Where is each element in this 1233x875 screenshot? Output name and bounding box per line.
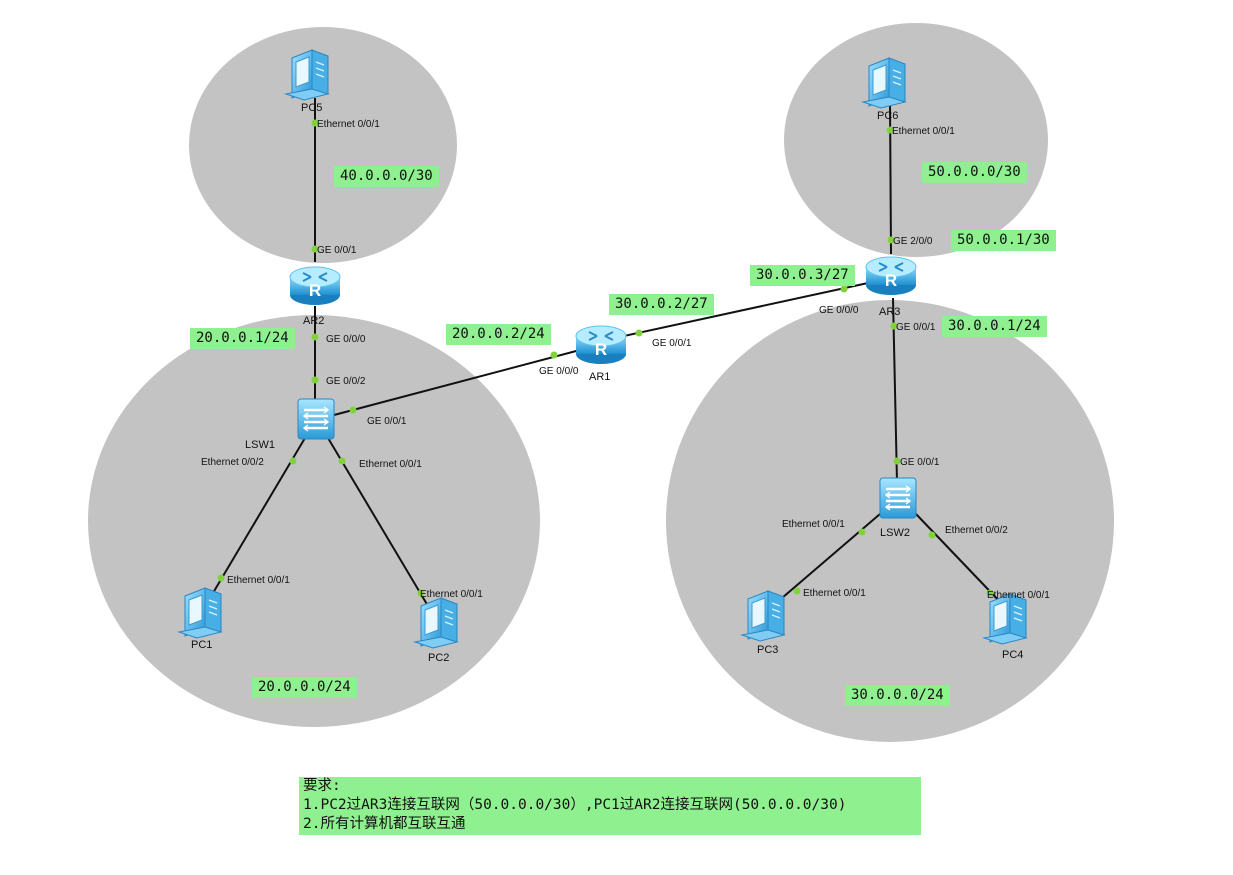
- port-dot: [793, 587, 801, 595]
- port-label-lsw2-eth002: Ethernet 0/0/2: [945, 525, 1008, 536]
- port-dot: [311, 245, 319, 253]
- port-dot: [893, 457, 901, 465]
- ar3-router-icon: [865, 256, 917, 296]
- ip-label-ar1-ge000: 20.0.0.2/24: [446, 324, 551, 345]
- pc3-icon: [741, 590, 785, 642]
- port-dot: [349, 406, 357, 414]
- requirements-box: 要求: 1.PC2过AR3连接互联网（50.0.0.0/30）,PC1过AR2连…: [299, 777, 921, 835]
- port-dot: [311, 376, 319, 384]
- requirement-1: 1.PC2过AR3连接互联网（50.0.0.0/30）,PC1过AR2连接互联网…: [303, 797, 847, 813]
- lsw1-label: LSW1: [245, 439, 275, 451]
- pc3-label: PC3: [757, 644, 778, 656]
- port-label-ar1-ge001: GE 0/0/1: [652, 338, 692, 349]
- pc4-icon: [983, 593, 1027, 645]
- ip-label-ar1-ge001: 30.0.0.2/27: [609, 294, 714, 315]
- link-lsw1-pc1: [209, 437, 306, 599]
- port-dot: [289, 457, 297, 465]
- port-dot: [886, 126, 894, 134]
- ip-label-ar3-ge000: 30.0.0.3/27: [750, 265, 855, 286]
- port-label-ar2-ge000: GE 0/0/0: [326, 334, 366, 345]
- zone-50-network: [784, 23, 1048, 257]
- port-label-ar3-ge001: GE 0/0/1: [896, 322, 936, 333]
- port-label-ar2-ge001: GE 0/0/1: [317, 245, 357, 256]
- link-ar1-ar3: [623, 282, 869, 337]
- zone-40-network: [189, 27, 457, 263]
- link-lsw1-ar1: [333, 349, 581, 416]
- port-dot: [217, 574, 225, 582]
- port-dot: [928, 531, 936, 539]
- port-label-pc5-eth: Ethernet 0/0/1: [317, 119, 380, 130]
- ar2-router-icon: [289, 266, 341, 306]
- network-label-20: 20.0.0.0/24: [252, 677, 357, 698]
- lsw1-switch-icon: [296, 397, 336, 441]
- ip-label-ar2-ge000: 20.0.0.1/24: [190, 328, 295, 349]
- link-lsw2-pc4: [915, 513, 1004, 606]
- port-dot: [635, 329, 643, 337]
- port-label-ar1-ge000: GE 0/0/0: [539, 366, 579, 377]
- network-label-50: 50.0.0.0/30: [922, 162, 1027, 183]
- port-label-lsw1-eth001: Ethernet 0/0/1: [359, 459, 422, 470]
- pc6-label: PC6: [877, 110, 898, 122]
- ip-label-ar3-ge001: 30.0.0.1/24: [942, 316, 1047, 337]
- port-dot: [986, 589, 994, 597]
- pc2-icon: [414, 597, 458, 649]
- ar1-router-icon: [575, 325, 627, 365]
- pc2-label: PC2: [428, 652, 449, 664]
- ar2-label: AR2: [303, 315, 324, 327]
- lsw2-switch-icon: [878, 476, 918, 520]
- port-dot: [887, 236, 895, 244]
- port-dot: [890, 322, 898, 330]
- pc4-label: PC4: [1002, 649, 1023, 661]
- port-dots: [217, 119, 994, 597]
- node-labels: PC5 PC6 AR2 AR1 AR3 LSW1 LSW2 PC1 PC2 PC…: [191, 102, 1023, 664]
- zone-30-network: [666, 300, 1114, 742]
- link-pc6-ar3: [889, 101, 892, 255]
- port-label-pc1-eth: Ethernet 0/0/1: [227, 575, 290, 586]
- port-label-pc4-eth: Ethernet 0/0/1: [987, 590, 1050, 601]
- ar1-label: AR1: [589, 371, 610, 383]
- ar3-label: AR3: [879, 306, 900, 318]
- network-label-30: 30.0.0.0/24: [845, 685, 950, 706]
- port-dot: [840, 285, 848, 293]
- port-label-pc3-eth: Ethernet 0/0/1: [803, 588, 866, 599]
- port-label-lsw2-eth001: Ethernet 0/0/1: [782, 519, 845, 530]
- port-dot: [858, 528, 866, 536]
- port-label-pc6-eth: Ethernet 0/0/1: [892, 126, 955, 137]
- requirement-2: 2.所有计算机都互联互通: [303, 816, 466, 832]
- port-dot: [550, 351, 558, 359]
- links: [209, 98, 1004, 607]
- port-dot: [338, 457, 346, 465]
- pc5-icon: [285, 49, 329, 101]
- port-dot: [311, 119, 319, 127]
- pc6-icon: [862, 57, 906, 109]
- port-label-lsw2-ge001: GE 0/0/1: [900, 457, 940, 468]
- port-label-pc2-eth: Ethernet 0/0/1: [420, 589, 483, 600]
- lsw2-label: LSW2: [880, 527, 910, 539]
- link-lsw1-pc2: [327, 437, 429, 607]
- port-label-ar3-ge200: GE 2/0/0: [893, 236, 933, 247]
- port-label-lsw1-ge001: GE 0/0/1: [367, 416, 407, 427]
- port-dot: [417, 589, 425, 597]
- pc1-icon: [178, 587, 222, 639]
- port-dot: [311, 333, 319, 341]
- pc1-label: PC1: [191, 639, 212, 651]
- port-label-lsw1-ge002: GE 0/0/2: [326, 376, 366, 387]
- port-label-lsw1-eth002: Ethernet 0/0/2: [201, 457, 264, 468]
- port-labels: Ethernet 0/0/1 GE 0/0/1 GE 0/0/0 GE 0/0/…: [201, 119, 1050, 601]
- requirements-title: 要求:: [303, 778, 341, 794]
- network-label-40: 40.0.0.0/30: [334, 166, 439, 187]
- port-label-ar3-ge000: GE 0/0/0: [819, 305, 859, 316]
- pc5-label: PC5: [301, 102, 322, 114]
- ip-label-ar3-ge200: 50.0.0.1/30: [951, 230, 1056, 251]
